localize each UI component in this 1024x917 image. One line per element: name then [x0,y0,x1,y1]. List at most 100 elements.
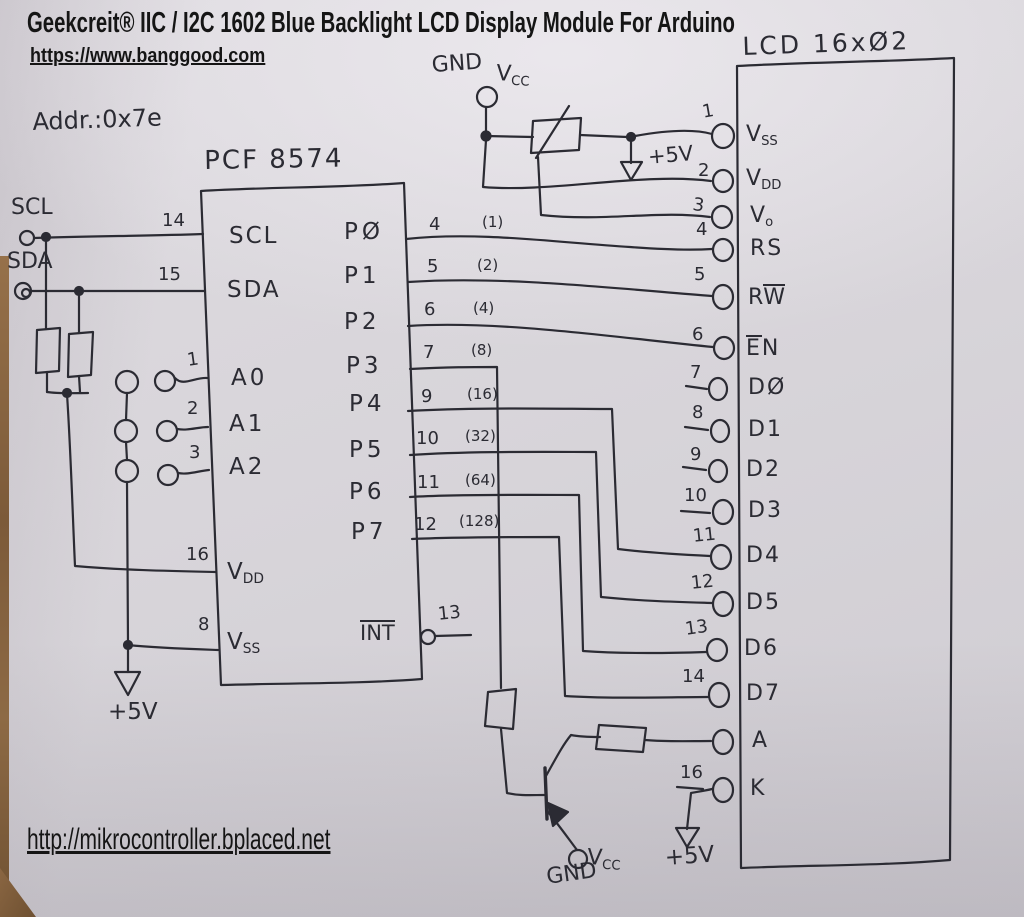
lcd-pin-d0: DØ [748,375,787,400]
int-pin [421,630,471,644]
bottom-supply-terminal [569,850,587,868]
wire-pullups-to-vdd [47,389,216,572]
lcd-num-8: 8 [692,402,704,423]
weight-4: (4) [473,299,495,317]
pcf-pin-scl: SCL [229,223,279,249]
weight-8: (8) [471,341,493,359]
lcd-pin-d2: D2 [746,457,781,482]
wire-scl [34,233,203,241]
supply-arrow-top [621,141,642,180]
pcf-num-12: 12 [414,514,437,535]
vcc-top-label: VCC [495,61,530,90]
pcf-pin-a2: A2 [229,454,266,480]
lcd-pin-d6: D6 [744,636,779,661]
sda-label: SDA [7,249,53,274]
wire-p3-backlight [410,367,501,688]
pullup-resistor-scl [36,238,60,392]
pcf-num-6: 6 [424,299,436,320]
pcf-num-2: 2 [187,398,199,419]
wire-p7-d7 [412,537,708,698]
pcf-pin-a1: A1 [229,411,266,437]
pcf-num-1: 1 [185,348,200,371]
stub-d1 [685,427,708,430]
gnd-top-label: GND [430,49,484,78]
sda-terminal [15,283,31,299]
pcf-num-5: 5 [427,256,439,277]
lcd-num-9: 9 [690,444,702,465]
lcd-pin-vss: VSS [746,122,778,149]
table-edge [0,256,9,917]
lcd-pin-d1: D1 [748,417,783,442]
lcd-pin-a: A [752,728,768,753]
wire-lcd-vdd [483,140,711,188]
pcf-num-15: 15 [158,264,181,285]
stub-d3 [681,511,710,513]
wire-p1-rw [408,280,712,296]
pcf-num-9: 9 [421,386,433,407]
stub-d0 [686,386,707,389]
top-supply-terminal [477,87,497,107]
pcf-pin-sda: SDA [227,277,281,303]
pcf-num-13: 13 [436,601,462,625]
pcf-pin-vdd: VDD [227,559,264,588]
lcd-pin-d3: D3 [748,498,783,523]
weight-2: (2) [477,256,499,274]
mikrocontroller-url: http://mikrocontroller.bplaced.net [27,823,331,856]
lcd-num-2: 2 [698,160,710,181]
plus5v-top-label: +5V [646,141,695,169]
stub-d2 [683,467,706,470]
wire-p0-rs [406,236,712,249]
address-jumper-pads [115,371,209,644]
wire-pot-wiper [538,157,710,217]
pcf-num-4: 4 [429,214,441,235]
contrast-potentiometer [531,106,581,158]
lcd-num-10: 10 [684,485,707,506]
plus5v-left-label: +5V [108,699,158,725]
pcf-num-3: 3 [189,442,201,463]
pcf-num-16: 16 [186,544,209,565]
weight-128: (128) [459,512,500,530]
lcd-pin-k: K [750,776,765,801]
pcf-pin-vss: VSS [227,629,261,658]
pcf-num-8: 8 [198,614,210,635]
lcd-pin-rw: RW [748,284,786,310]
weight-64: (64) [465,471,496,489]
supply-arrow-left [115,672,140,695]
pcf-pin-p0: PØ [344,219,384,245]
lcd-pin-d4: D4 [746,543,781,568]
lcd-num-12: 12 [689,570,715,594]
vcc-bottom-label: VCC [586,845,621,874]
pcf-pin-int: INT [360,620,395,645]
pcf8574-title: PCF 8574 [203,143,344,176]
pcf-num-14: 14 [162,210,185,231]
lcd-outline [737,58,954,868]
weight-16: (16) [467,385,498,403]
wire-k-supply [676,787,712,847]
pcf8574-outline [201,183,422,685]
lcd-num-7: 7 [690,362,702,383]
lcd-pin-vdd: VDD [746,166,782,193]
pullup-resistor-sda [68,292,93,392]
lcd-num-14: 14 [682,666,705,687]
pcf-pin-p7: P7 [351,519,388,545]
wire-pot-to-vss-pin [580,131,712,141]
pcf-num-7: 7 [423,342,435,363]
transistor [545,735,600,850]
pcf-pin-a0: A0 [231,365,268,391]
wire-p5-d5 [410,452,712,603]
wire-vss [124,641,218,672]
weight-32: (32) [465,427,496,445]
wire-p6-d6 [410,495,706,653]
scl-terminal [20,231,34,245]
lcd-num-6: 6 [692,324,704,345]
banggood-url: https://www.banggood.com [30,45,266,67]
lcd-num-13: 13 [683,615,710,640]
lcd-pin-vo: Vo [750,203,774,230]
wire-p4-d4 [408,409,710,557]
plus5v-right-label: +5V [663,841,716,871]
pcf-pin-p5: P5 [349,437,386,463]
scl-label: SCL [11,195,53,220]
pcf-pin-p4: P4 [349,391,386,417]
